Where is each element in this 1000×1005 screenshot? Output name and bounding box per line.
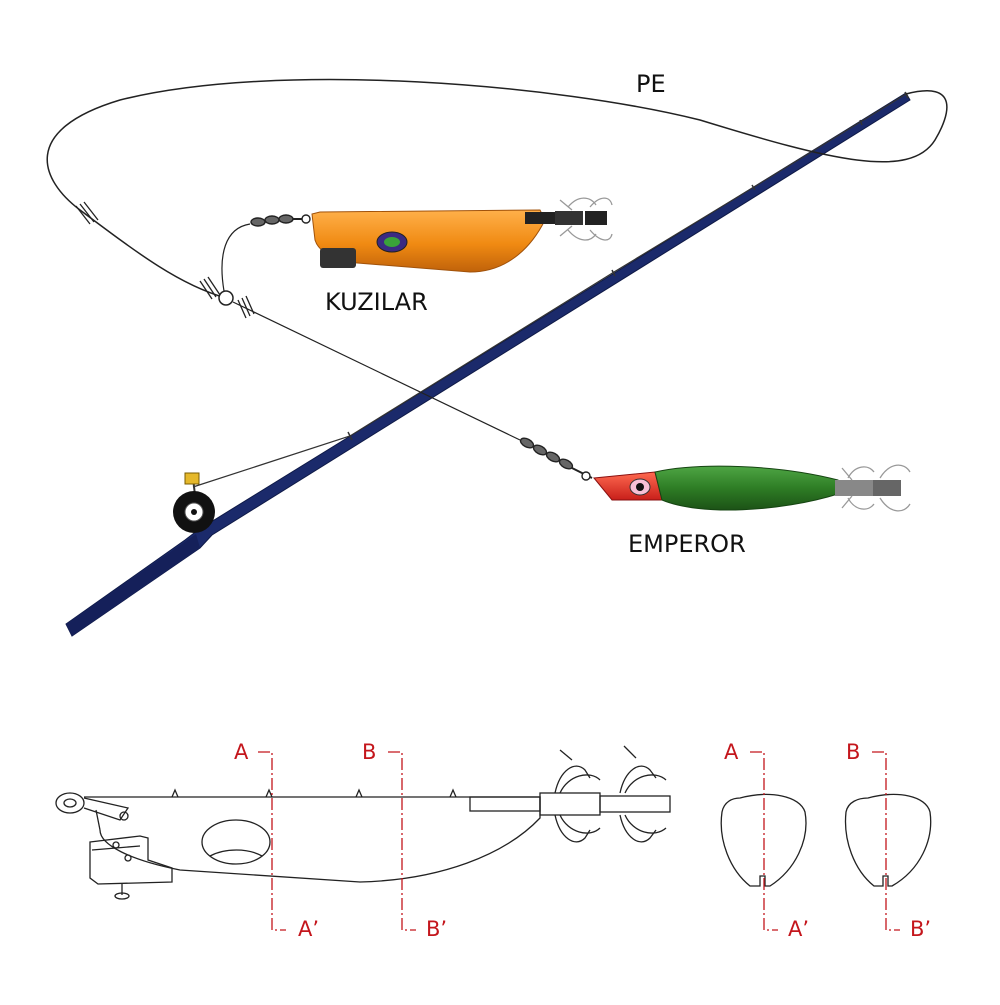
section-a-prime-view-label: A’ xyxy=(788,917,810,941)
pe-line-label: PE xyxy=(636,70,666,98)
cut-line-b xyxy=(388,751,416,931)
section-b-prime-view-label: B’ xyxy=(910,917,932,941)
reel-icon xyxy=(173,472,215,533)
squid-jig-hooks-icon xyxy=(555,197,613,241)
kuzilar-lure xyxy=(250,197,613,273)
swivel-icon xyxy=(250,214,311,227)
cross-section-a-outline xyxy=(720,793,807,887)
sinker-outline xyxy=(89,835,173,900)
pe-line xyxy=(46,78,948,299)
emperor-body xyxy=(654,465,839,511)
knot-marks xyxy=(75,201,255,319)
leader-line xyxy=(232,301,521,441)
emperor-label: EMPEROR xyxy=(628,530,746,558)
swivel-icon xyxy=(519,437,593,481)
kuzilar-sinker xyxy=(320,248,356,268)
kuzilar-label: KUZILAR xyxy=(325,288,428,316)
tail-tube xyxy=(469,792,671,816)
ridge-bumps xyxy=(171,788,457,798)
jig-body-outline xyxy=(84,796,541,883)
emperor-head xyxy=(593,471,663,501)
dropper-line xyxy=(221,223,251,292)
squid-jig-hooks-icon xyxy=(554,745,667,843)
eye-hole xyxy=(201,819,271,865)
squid-jig-hooks-icon xyxy=(841,464,911,512)
rod-blank xyxy=(65,92,911,637)
section-b-prime-label: B’ xyxy=(426,917,448,941)
cut-line-b-section xyxy=(872,751,900,931)
section-a-prime-label: A’ xyxy=(298,917,320,941)
eyelet-icon xyxy=(55,792,130,821)
technical-drawing xyxy=(55,745,932,900)
cut-line-a xyxy=(258,751,286,931)
emperor-lure xyxy=(519,437,911,512)
section-a-view-label: A xyxy=(724,740,739,764)
rod-handle xyxy=(66,534,200,636)
section-cut-lines xyxy=(258,751,900,931)
section-b-view-label: B xyxy=(846,740,861,764)
cut-line-a-section xyxy=(750,751,778,931)
connector-ring xyxy=(218,290,234,306)
cross-section-b-outline xyxy=(844,793,932,887)
line-along-rod xyxy=(192,93,907,488)
section-a-label: A xyxy=(234,740,249,764)
section-b-label: B xyxy=(362,740,377,764)
fishing-rod xyxy=(65,91,911,637)
